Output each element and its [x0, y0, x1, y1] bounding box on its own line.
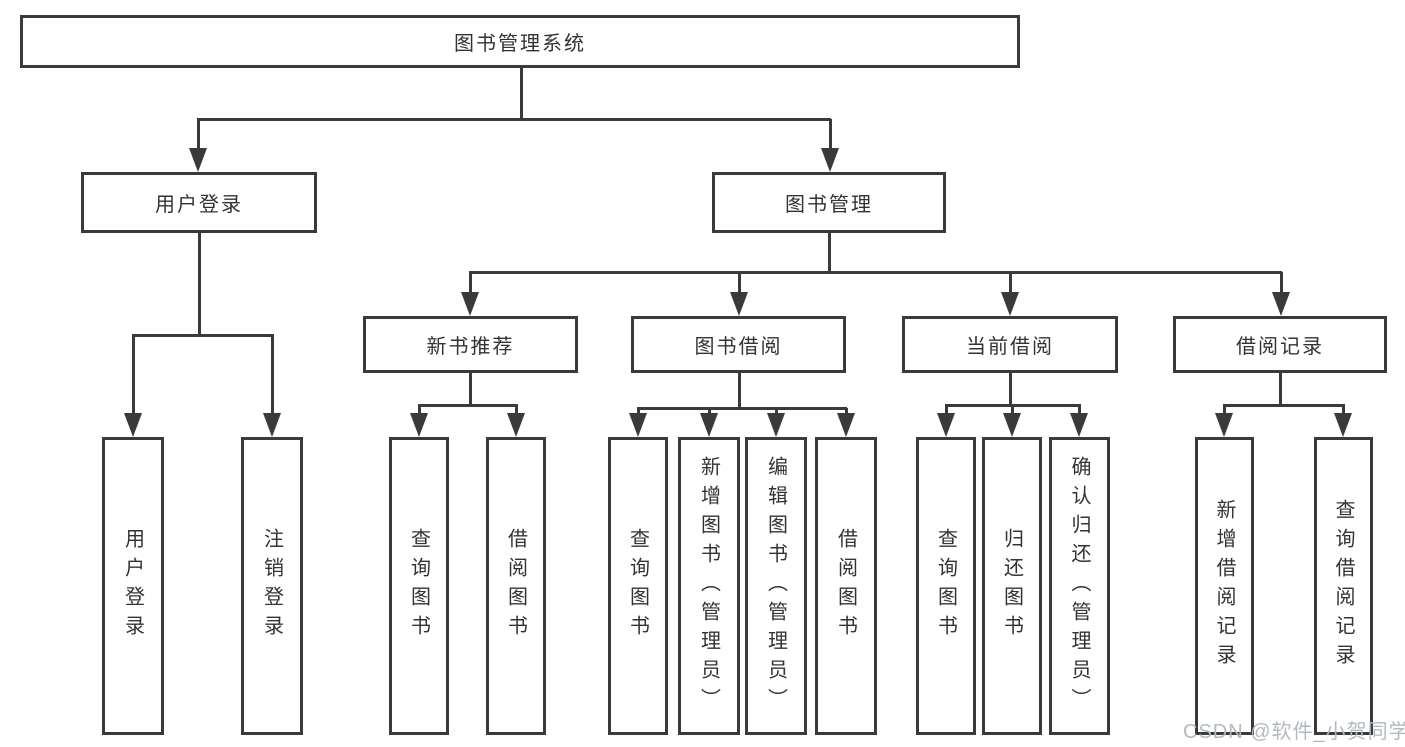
connector-drop: [515, 405, 518, 415]
arrow-down-icon: [767, 413, 785, 437]
arrow-down-icon: [1070, 413, 1088, 437]
node-current-borrowing: 当前借阅: [902, 316, 1118, 373]
connector-stem: [1009, 373, 1012, 406]
arrow-down-icon: [1001, 292, 1019, 316]
connector-drop: [637, 408, 640, 415]
connector-drop: [708, 408, 711, 415]
node-book-management: 图书管理: [712, 172, 946, 233]
connector-drop: [845, 408, 848, 415]
connector-drop: [271, 335, 274, 415]
arrow-down-icon: [263, 413, 281, 437]
connector-stem: [828, 233, 831, 273]
arrow-down-icon: [837, 413, 855, 437]
arrow-down-icon: [1215, 413, 1233, 437]
leaf-nb-borrow-books: 借阅图书: [486, 437, 546, 735]
leaf-bb-borrow-books: 借阅图书: [815, 437, 877, 735]
connector-bar: [637, 407, 847, 410]
arrow-down-icon: [821, 148, 839, 172]
arrow-down-icon: [700, 413, 718, 437]
watermark: CSDN @软件_小贺同学: [1183, 721, 1405, 743]
connector-drop: [197, 119, 200, 150]
connector-drop: [1009, 272, 1012, 294]
arrow-down-icon: [124, 413, 142, 437]
connector-stem: [1279, 373, 1282, 406]
leaf-bb-add-books-admin: 新增图书（管理员）: [678, 437, 740, 735]
connector-drop: [469, 272, 472, 294]
leaf-bb-query-books: 查询图书: [608, 437, 668, 735]
node-new-book-recommend: 新书推荐: [363, 316, 578, 373]
leaf-user-login: 用户登录: [102, 437, 164, 735]
connector-bar: [469, 271, 1282, 274]
arrow-down-icon: [629, 413, 647, 437]
arrow-down-icon: [937, 413, 955, 437]
connector-drop: [945, 405, 948, 415]
connector-bar: [132, 334, 274, 337]
leaf-cb-return-books: 归还图书: [982, 437, 1042, 735]
connector-stem: [469, 373, 472, 406]
connector-drop: [1342, 405, 1345, 415]
connector-stem: [520, 68, 523, 119]
arrow-down-icon: [1003, 413, 1021, 437]
leaf-br-query-record: 查询借阅记录: [1314, 437, 1373, 735]
connector-bar: [418, 404, 518, 407]
leaf-bb-edit-books-admin: 编辑图书（管理员）: [745, 437, 807, 735]
leaf-cb-confirm-return-admin: 确认归还（管理员）: [1049, 437, 1110, 735]
connector-drop: [1078, 405, 1081, 415]
connector-bar: [1223, 404, 1345, 407]
connector-drop: [775, 408, 778, 415]
connector-drop: [738, 272, 741, 294]
arrow-down-icon: [1334, 413, 1352, 437]
connector-drop: [418, 405, 421, 415]
arrow-down-icon: [410, 413, 428, 437]
arrow-down-icon: [189, 148, 207, 172]
connector-drop: [132, 335, 135, 415]
connector-bar: [197, 118, 831, 121]
connector-drop: [829, 119, 832, 150]
connector-stem: [738, 373, 741, 409]
arrow-down-icon: [507, 413, 525, 437]
arrow-down-icon: [730, 292, 748, 316]
leaf-br-add-record: 新增借阅记录: [1195, 437, 1254, 735]
node-borrowing-records: 借阅记录: [1173, 316, 1387, 373]
node-book-borrowing: 图书借阅: [631, 316, 846, 373]
connector-stem: [198, 233, 201, 335]
leaf-logout: 注销登录: [241, 437, 303, 735]
leaf-nb-query-books: 查询图书: [389, 437, 449, 735]
node-user-login: 用户登录: [81, 172, 317, 233]
arrow-down-icon: [1272, 292, 1290, 316]
node-root: 图书管理系统: [20, 15, 1020, 68]
connector-drop: [1223, 405, 1226, 415]
arrow-down-icon: [461, 292, 479, 316]
connector-drop: [1280, 272, 1283, 294]
leaf-cb-query-books: 查询图书: [916, 437, 976, 735]
connector-drop: [1011, 405, 1014, 415]
